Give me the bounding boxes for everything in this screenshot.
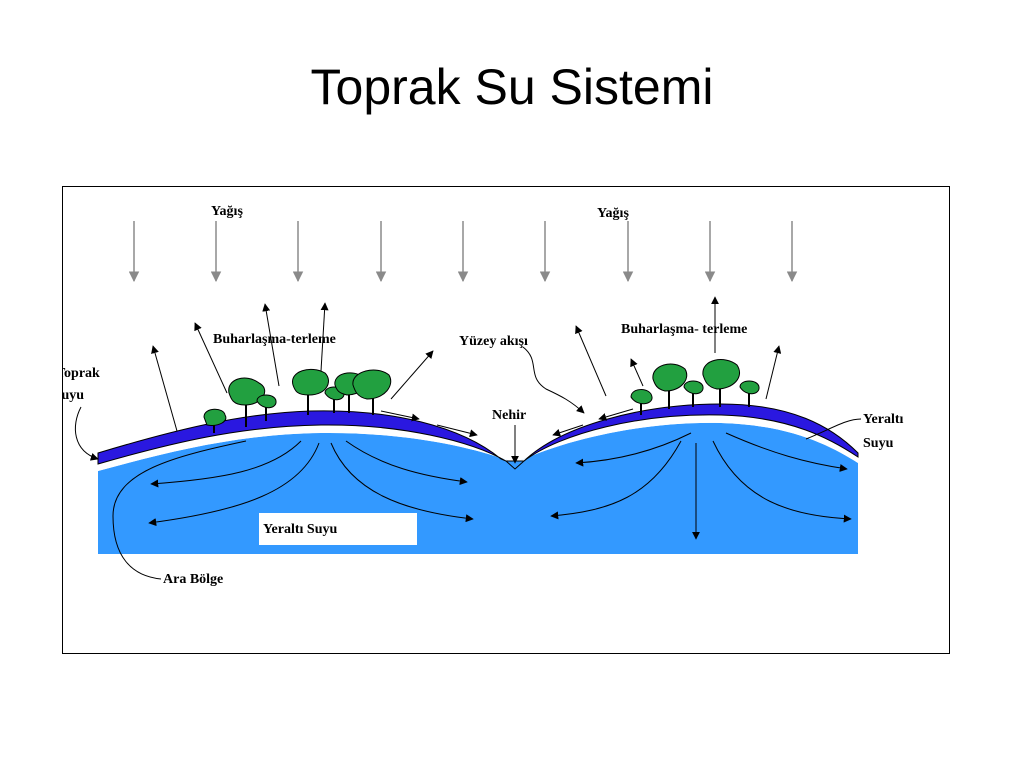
evap-arrow	[320, 302, 329, 372]
surface-runoff-arrows	[380, 408, 634, 438]
tree-icon	[352, 369, 392, 415]
gw-arrow	[725, 432, 848, 472]
leader-yeralti-suyu	[805, 418, 862, 440]
gw-arrow	[150, 440, 302, 488]
groundwater-center-label-box	[259, 513, 417, 545]
leader-ara-bolge	[112, 440, 247, 580]
diagram-canvas: Yağış Yağış Buharlaşma-terleme Buharlaşm…	[56, 204, 904, 587]
runoff-arrow	[380, 410, 420, 422]
evap-arrow	[765, 345, 782, 400]
tree-icon	[739, 380, 760, 407]
evap-arrow	[194, 322, 228, 394]
label-groundwater-right-2: Suyu	[863, 436, 894, 451]
trees-left	[203, 369, 392, 433]
tree-icon	[203, 408, 227, 433]
gw-arrow	[148, 442, 320, 527]
label-vadose-zone: Ara Bölge	[163, 572, 223, 587]
runoff-arrow	[598, 408, 634, 421]
tree-icon	[683, 380, 704, 407]
label-soil-water-2: suyu	[63, 388, 84, 403]
evaporation-arrows	[151, 296, 782, 432]
label-groundwater-right-1: Yeraltı	[863, 412, 904, 427]
tree-icon	[256, 394, 277, 421]
trees-right	[630, 359, 760, 415]
slide-title: Toprak Su Sistemi	[310, 59, 714, 115]
gw-arrow	[345, 440, 468, 486]
label-groundwater-center: Yeraltı Suyu	[263, 522, 338, 537]
evap-arrow	[575, 325, 607, 397]
label-soil-water-1: Toprak	[63, 366, 100, 381]
tree-icon	[630, 389, 653, 415]
label-evap-left: Buharlaşma-terleme	[213, 332, 336, 347]
label-evap-right: Buharlaşma- terleme	[621, 322, 747, 337]
label-rain-right: Yağış	[597, 206, 629, 221]
leader-lines	[74, 346, 862, 580]
gw-arrow	[712, 440, 852, 523]
label-surface-runoff: Yüzey akışı	[459, 334, 528, 349]
gw-arrow	[575, 432, 692, 467]
tree-icon	[292, 369, 329, 415]
gw-arrow	[550, 440, 682, 520]
evap-arrow	[262, 303, 280, 387]
leader-toprak-suyu	[74, 406, 99, 461]
vadose-zone-band	[98, 414, 858, 471]
runoff-arrow	[552, 424, 584, 437]
groundwater-flow-arrows	[148, 432, 852, 540]
rain-arrows	[128, 221, 798, 283]
soil-water-diagram: Yağış Yağış Buharlaşma-terleme Buharlaşm…	[56, 186, 950, 654]
gw-arrow	[330, 442, 474, 523]
evap-arrow	[390, 350, 434, 400]
tree-icon	[652, 363, 688, 409]
runoff-arrow	[436, 424, 478, 438]
label-river: Nehir	[492, 408, 526, 423]
leader-yuzey-akisi	[522, 346, 585, 414]
evap-arrow	[630, 358, 644, 387]
label-rain-left: Yağış	[211, 204, 243, 219]
evap-arrow	[151, 345, 178, 432]
tree-icon	[702, 359, 740, 407]
